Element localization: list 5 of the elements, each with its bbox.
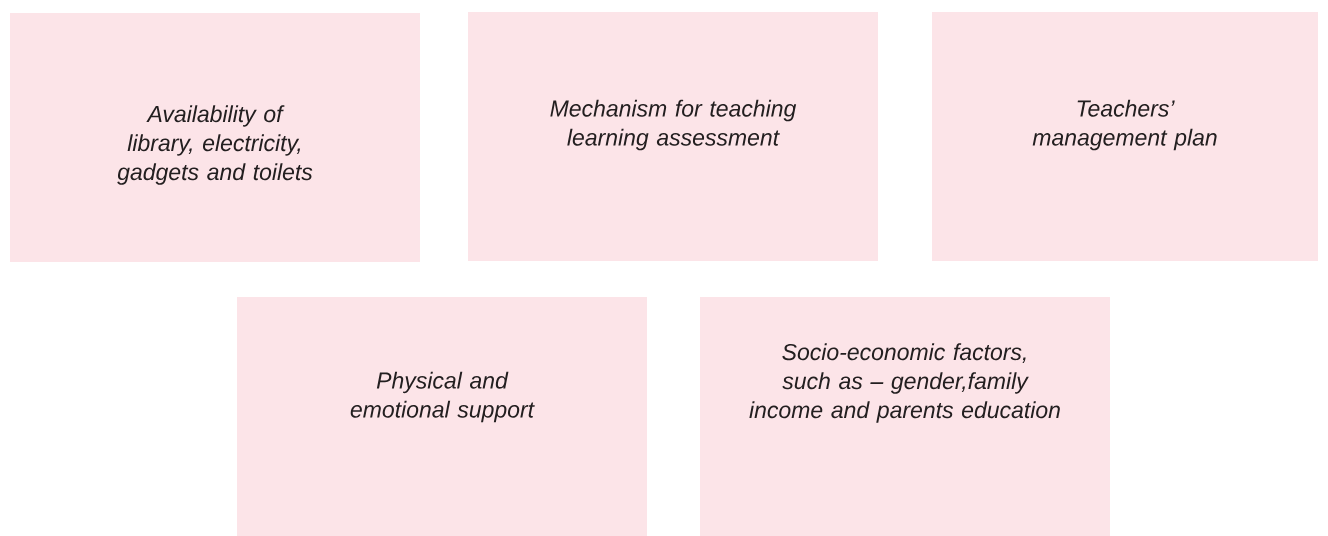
text-box: Teachers’ management plan	[932, 12, 1318, 261]
text-box: Mechanism for teaching learning assessment	[468, 12, 878, 261]
text-box: Availability of library, electricity, gadgets and toilets	[10, 13, 420, 262]
text-box: Physical and emotional support	[237, 297, 647, 536]
text-box: Socio-economic factors, such as – gender,family income and parents education	[700, 297, 1110, 536]
